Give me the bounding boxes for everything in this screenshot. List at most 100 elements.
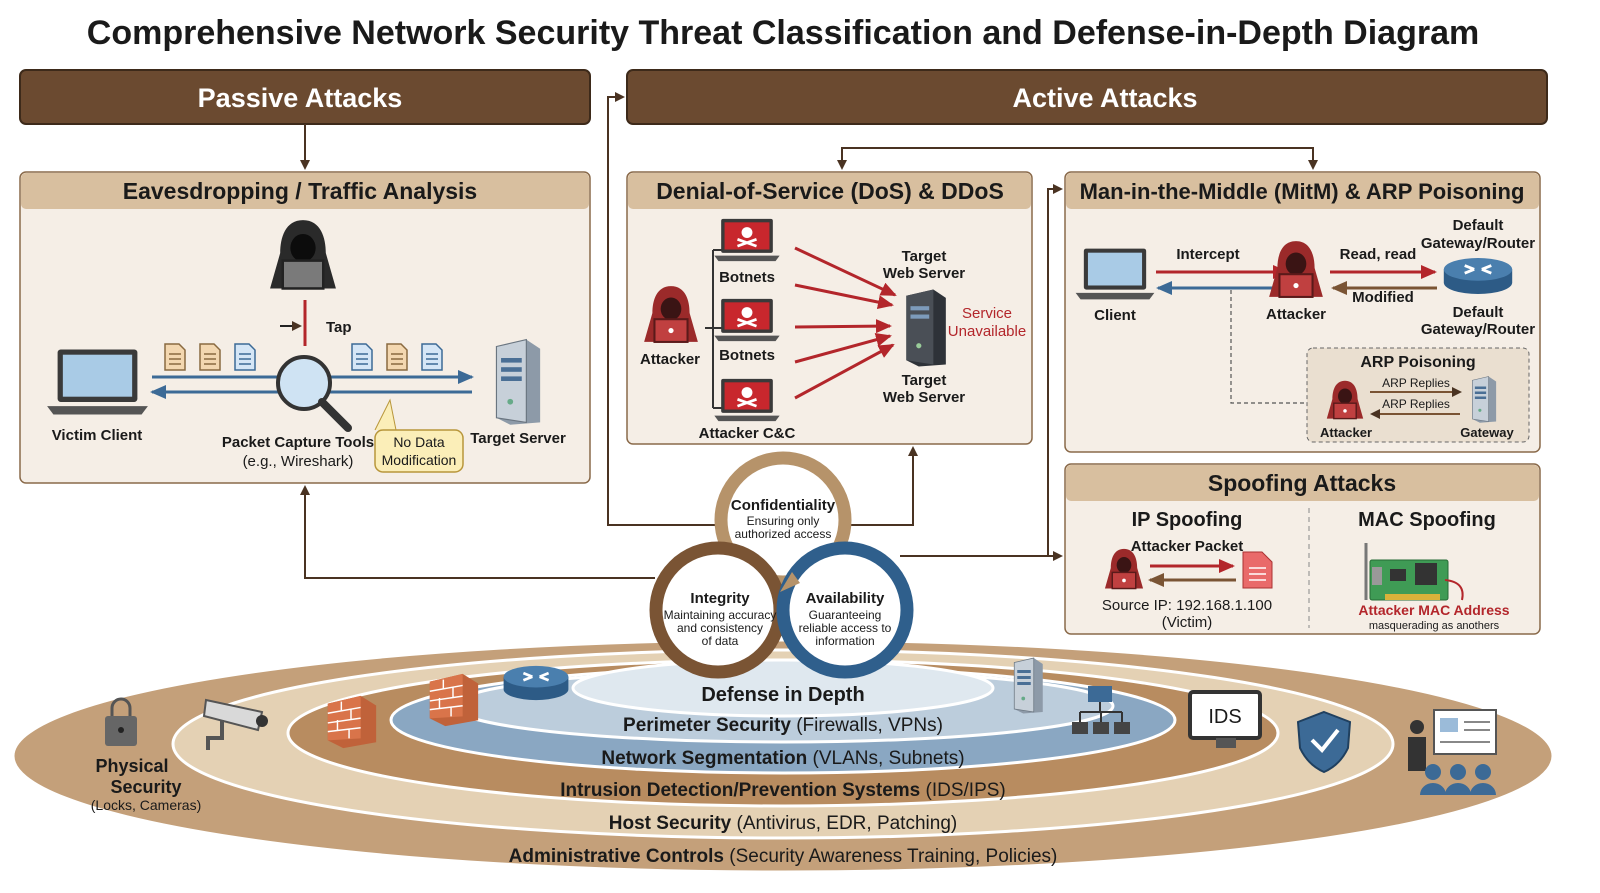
shield-check-icon — [1296, 710, 1352, 774]
mitm-title: Man-in-the-Middle (MitM) & ARP Poisoning — [1080, 179, 1525, 204]
availability-line-2: reliable access to — [799, 621, 892, 635]
gateway-bottom-2: Gateway/Router — [1421, 321, 1535, 338]
router-icon — [502, 664, 570, 702]
integrity-line-1: Maintaining accuracy — [664, 608, 777, 622]
connector-arrows — [300, 92, 1318, 579]
target-bottom-label-1: Target — [902, 372, 947, 389]
target-top-label-1: Target — [902, 248, 947, 265]
botnet-label-2: Botnets — [719, 347, 775, 364]
firewall-icon — [429, 673, 479, 727]
service-status-2: Unavailable — [948, 323, 1026, 340]
document-icon — [386, 343, 408, 371]
gateway-bottom-1: Default — [1453, 304, 1504, 321]
layer-administrative: Administrative Controls (Security Awaren… — [509, 846, 1058, 867]
arp-title: ARP Poisoning — [1360, 354, 1475, 371]
tap-label: Tap — [326, 319, 352, 336]
camera-icon — [202, 698, 268, 750]
cnc-label: Attacker C&C — [699, 425, 796, 442]
note-line-2: Modification — [382, 452, 457, 468]
network-card-icon — [1364, 543, 1449, 601]
target-top-label-2: Web Server — [883, 265, 965, 282]
no-modification-note: No Data Modification — [374, 398, 464, 473]
spoofing-panel: Spoofing Attacks IP Spoofing Attacker Pa… — [1064, 463, 1541, 635]
target-server-icon — [495, 338, 541, 426]
client-label: Client — [1094, 307, 1136, 324]
target-bottom-label-2: Web Server — [883, 389, 965, 406]
intercept-label: Intercept — [1176, 246, 1239, 263]
victim-client-label: Victim Client — [52, 427, 143, 444]
ids-monitor-icon: IDS — [1188, 690, 1262, 748]
layer-host: Host Security (Antivirus, EDR, Patching) — [609, 813, 957, 834]
target-web-server-icon — [906, 289, 946, 367]
firewall-icon — [327, 695, 377, 749]
confidentiality-title: Confidentiality — [731, 497, 836, 514]
confidentiality-line-1: Ensuring only — [747, 514, 820, 528]
layer-segmentation: Network Segmentation (VLANs, Subnets) — [601, 748, 964, 769]
target-server-label: Target Server — [470, 430, 566, 447]
confidentiality-line-2: authorized access — [735, 527, 832, 541]
magnifier-icon — [276, 355, 352, 432]
document-icon — [199, 343, 221, 371]
ip-spoofing-title: IP Spoofing — [1132, 509, 1243, 531]
mac-spoofing-title: MAC Spoofing — [1358, 509, 1496, 531]
mitm-attacker-label: Attacker — [1266, 306, 1326, 323]
note-line-1: No Data — [393, 434, 445, 450]
passive-attacks-bar: Passive Attacks — [19, 69, 591, 125]
page-title: Comprehensive Network Security Threat Cl… — [87, 14, 1479, 52]
arp-gateway-label: Gateway — [1460, 425, 1514, 440]
packet-capture-example: (e.g., Wireshark) — [243, 453, 354, 470]
physical-security-1: Physical — [95, 756, 168, 776]
cia-triad: Confidentiality Ensuring only authorized… — [649, 451, 914, 679]
dos-attacker-label: Attacker — [640, 351, 700, 368]
integrity-title: Integrity — [690, 590, 750, 607]
active-attacks-label: Active Attacks — [1012, 83, 1197, 113]
router-icon — [1442, 256, 1514, 296]
lock-icon — [105, 697, 137, 746]
source-ip-victim: (Victim) — [1162, 614, 1213, 631]
document-icon — [164, 343, 186, 371]
arp-attacker-label: Attacker — [1320, 425, 1372, 440]
layer-ids-ips: Intrusion Detection/Prevention Systems (… — [560, 780, 1006, 801]
mitm-panel: Man-in-the-Middle (MitM) & ARP Poisoning… — [1064, 171, 1541, 453]
document-icon — [421, 343, 443, 371]
gateway-top-1: Default — [1453, 217, 1504, 234]
arp-reply-2: ARP Replies — [1382, 397, 1450, 411]
active-attacks-bar: Active Attacks — [626, 69, 1548, 125]
spoofing-title: Spoofing Attacks — [1208, 470, 1396, 496]
service-status-1: Service — [962, 305, 1012, 322]
physical-security-2: Security — [110, 777, 181, 797]
eavesdropping-title: Eavesdropping / Traffic Analysis — [123, 178, 477, 204]
integrity-line-2: and consistency — [677, 621, 763, 635]
ids-label: IDS — [1208, 706, 1241, 728]
gateway-server-icon — [1472, 376, 1497, 424]
training-presenter-icon — [1408, 709, 1497, 795]
network-topology-icon — [1072, 686, 1130, 734]
mac-note: masquerading as anothers — [1369, 620, 1500, 632]
spoofed-packet-icon — [1242, 551, 1273, 589]
modified-label: Modified — [1352, 289, 1414, 306]
document-icon — [234, 343, 256, 371]
attacker-mac-label: Attacker MAC Address — [1358, 602, 1509, 618]
availability-line-1: Guaranteeing — [809, 608, 882, 622]
integrity-line-3: of data — [702, 634, 739, 648]
availability-line-3: information — [815, 634, 874, 648]
botnet-label-1: Botnets — [719, 269, 775, 286]
passive-attacks-label: Passive Attacks — [198, 83, 403, 113]
arp-reply-1: ARP Replies — [1382, 376, 1450, 390]
eavesdropping-panel: Eavesdropping / Traffic Analysis Tap Vic… — [19, 171, 591, 484]
arp-poisoning-box: ARP Poisoning Attacker ARP Replies ARP R… — [1306, 347, 1530, 443]
defense-title: Defense in Depth — [701, 684, 864, 706]
server-icon — [1013, 657, 1044, 714]
gateway-top-2: Gateway/Router — [1421, 235, 1535, 252]
packet-capture-label: Packet Capture Tools — [222, 434, 374, 451]
availability-title: Availability — [806, 590, 885, 607]
attacker-packet-label: Attacker Packet — [1131, 538, 1244, 555]
document-icon — [351, 343, 373, 371]
dos-title: Denial-of-Service (DoS) & DDoS — [656, 178, 1004, 204]
physical-security-detail: (Locks, Cameras) — [91, 797, 201, 813]
source-ip-label: Source IP: 192.168.1.100 — [1102, 597, 1272, 614]
read-label: Read, read — [1340, 246, 1417, 263]
attack-traffic-arrows — [794, 246, 897, 400]
layer-perimeter: Perimeter Security (Firewalls, VPNs) — [623, 715, 943, 736]
